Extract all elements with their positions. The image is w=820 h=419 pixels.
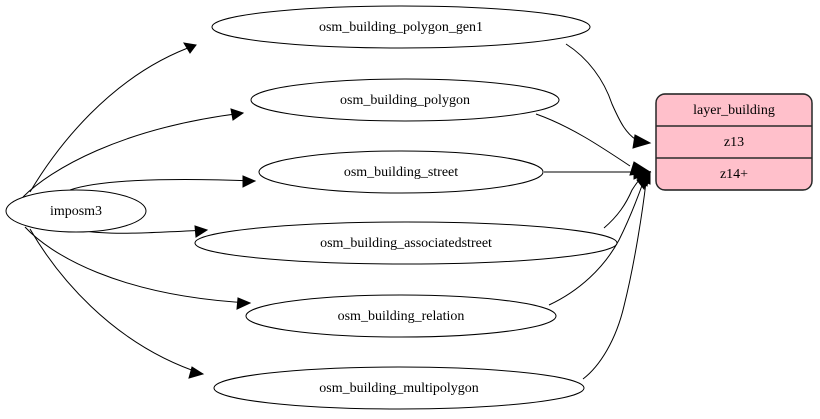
node-layer-building[interactable]: layer_building z13 z14+ [655, 93, 813, 191]
edge-polygon-to-z14plus[interactable] [535, 113, 652, 176]
layer-building-row-z14plus[interactable]: z14+ [720, 167, 748, 182]
edge-multipolygon-to-z14plus[interactable] [582, 170, 651, 380]
node-imposm3[interactable]: imposm3 [5, 189, 147, 233]
edge-imposm3-to-associatedstreet[interactable] [84, 225, 209, 238]
edge-imposm3-to-street[interactable] [69, 175, 257, 191]
osm-building-polygon-gen1-label: osm_building_polygon_gen1 [319, 20, 483, 35]
layer-building-z13-label: z13 [724, 135, 744, 150]
osm-building-relation-ellipse [245, 294, 557, 338]
osm-building-relation-label: osm_building_relation [338, 309, 465, 324]
osm-building-polygon-label: osm_building_polygon [340, 93, 470, 108]
edge-imposm3-to-relation[interactable] [24, 226, 252, 310]
layer-building-title-label: layer_building [693, 103, 775, 118]
osm-building-street-label: osm_building_street [344, 165, 458, 180]
edge-imposm3-to-polygon-gen1[interactable] [29, 42, 197, 193]
edge-imposm3-to-polygon[interactable] [22, 108, 245, 198]
edge-group-imposm3-outgoing [22, 42, 257, 379]
node-osm-building-multipolygon[interactable]: osm_building_multipolygon [213, 366, 585, 410]
osm-building-multipolygon-label: osm_building_multipolygon [319, 381, 478, 396]
osm-building-polygon-ellipse [250, 78, 560, 122]
osm-building-associatedstreet-label: osm_building_associatedstreet [320, 236, 492, 251]
osm-building-polygon-gen1-ellipse [211, 5, 591, 49]
osm-building-associatedstreet-ellipse [194, 221, 618, 265]
edge-group-into-layer-building [535, 43, 652, 380]
edge-street-to-z14plus[interactable] [544, 164, 652, 180]
node-osm-building-polygon-gen1[interactable]: osm_building_polygon_gen1 [211, 5, 591, 49]
node-osm-building-polygon[interactable]: osm_building_polygon [250, 78, 560, 122]
osm-building-street-ellipse [258, 150, 544, 194]
layer-building-z14plus-label: z14+ [720, 167, 748, 182]
node-osm-building-street[interactable]: osm_building_street [258, 150, 544, 194]
edge-imposm3-to-multipolygon[interactable] [29, 228, 205, 379]
layer-building-outline [655, 93, 813, 191]
layer-building-row-z13[interactable]: z13 [724, 135, 744, 150]
node-osm-building-relation[interactable]: osm_building_relation [245, 294, 557, 338]
node-osm-building-associatedstreet[interactable]: osm_building_associatedstreet [194, 221, 618, 265]
edge-polygon-gen1-to-z13[interactable] [565, 43, 652, 149]
osm-building-multipolygon-ellipse [213, 366, 585, 410]
layer-building-row-title[interactable]: layer_building [693, 103, 775, 118]
imposm3-ellipse [5, 189, 147, 233]
imposm3-label: imposm3 [50, 204, 102, 219]
